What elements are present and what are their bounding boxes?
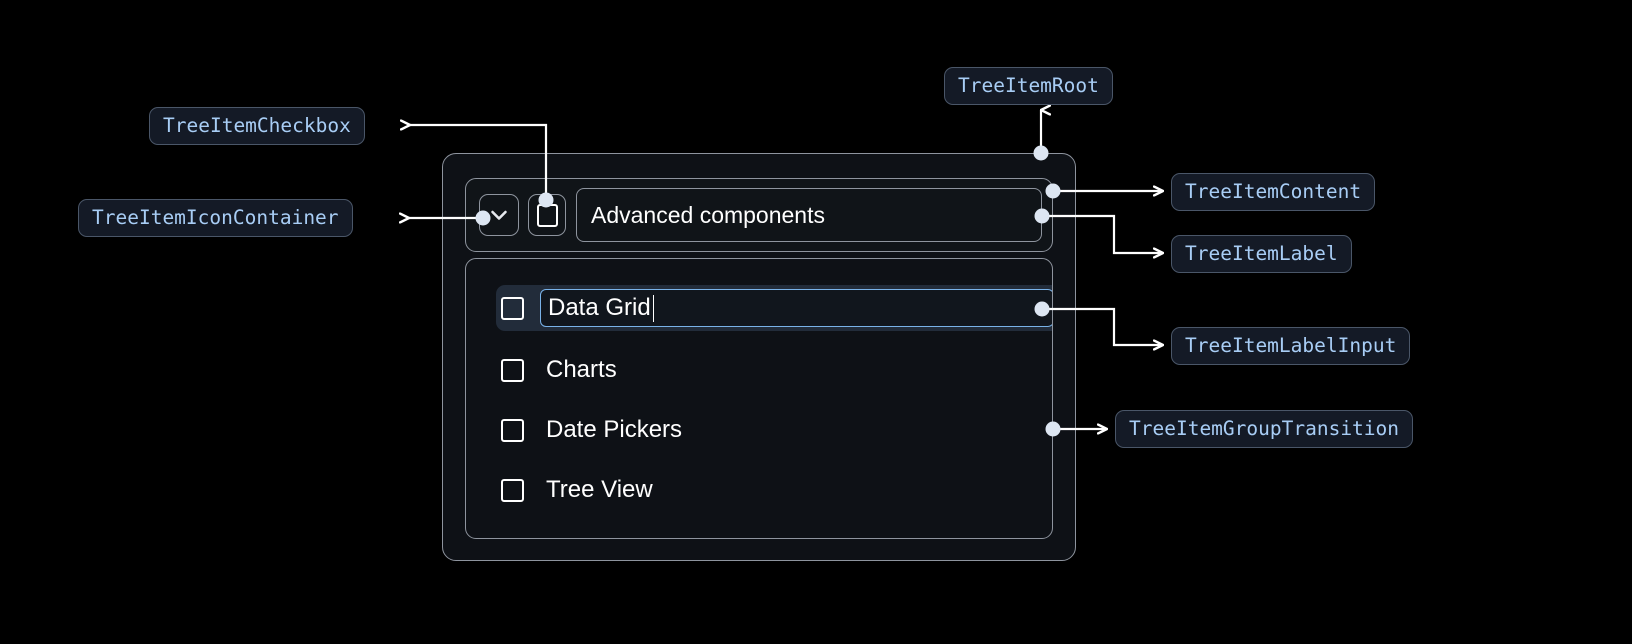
annotation-tree-item-label: TreeItemLabel <box>1171 235 1352 273</box>
annotation-tree-item-root: TreeItemRoot <box>944 67 1113 105</box>
tree-child-label-date-pickers: Date Pickers <box>546 416 683 443</box>
annotation-tree-item-label-input: TreeItemLabelInput <box>1171 327 1411 365</box>
tree-child-label-tree-view: Tree View <box>546 476 653 503</box>
tree-child-checkbox-date-pickers[interactable] <box>501 418 524 442</box>
tree-child-row-tree-view[interactable]: Tree View <box>496 465 1052 515</box>
tree-child-row-data-grid[interactable]: Data Grid <box>496 285 1052 331</box>
annotation-tree-item-content: TreeItemContent <box>1171 173 1376 211</box>
annotation-tree-item-checkbox: TreeItemCheckbox <box>149 107 365 145</box>
tree-item-content[interactable]: Advanced components <box>465 178 1053 252</box>
tree-child-checkbox-tree-view[interactable] <box>501 478 524 502</box>
tree-item-label-input-value: Data Grid <box>548 294 651 321</box>
chevron-down-icon <box>486 202 512 228</box>
tree-child-row-charts[interactable]: Charts <box>496 345 1052 395</box>
tree-item-label-input[interactable]: Data Grid <box>540 289 1052 327</box>
tree-child-label-charts: Charts <box>546 356 617 383</box>
annotation-tree-item-icon-container: TreeItemIconContainer <box>78 199 353 237</box>
tree-child-row-date-pickers[interactable]: Date Pickers <box>496 405 1052 455</box>
checkbox-square-icon <box>536 203 558 227</box>
tree-item-group-transition: Data Grid Charts Date Pickers Tree View <box>465 258 1053 539</box>
tree-item-checkbox[interactable] <box>528 194 566 236</box>
text-caret <box>652 294 655 322</box>
tree-child-checkbox-charts[interactable] <box>501 358 524 382</box>
tree-item-icon-container[interactable] <box>479 194 519 236</box>
annotation-tree-item-group-transition: TreeItemGroupTransition <box>1115 410 1414 448</box>
tree-item-label[interactable]: Advanced components <box>576 188 1042 242</box>
tree-child-checkbox-data-grid[interactable] <box>501 296 524 320</box>
tree-item-label-text: Advanced components <box>591 201 825 228</box>
